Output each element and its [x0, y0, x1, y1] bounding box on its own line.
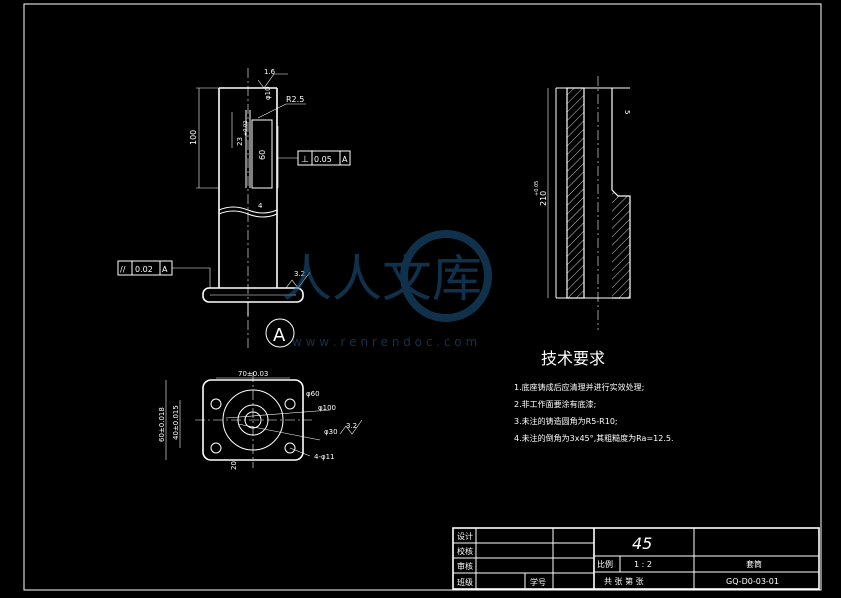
front-flange — [202, 287, 304, 303]
tb-sheets: 共 张 第 张 — [604, 576, 644, 586]
tech-item: 3.未注的铸造圆角为R5-R10; — [514, 416, 618, 426]
bolt-hole — [210, 398, 222, 410]
datum-label: A — [273, 325, 286, 346]
dim-23-tol: +0.02 — [243, 121, 249, 136]
title-block: 设计 校核 审核 班级 学号 45 比例 1 : 2 共 张 第 张 套筒 GQ… — [452, 527, 820, 590]
dim-100: 100 — [189, 130, 198, 145]
sheet-border — [23, 3, 822, 591]
tech-item: 1.底座铸成后应清理并进行实效处理; — [514, 382, 644, 392]
tech-item: 2.非工作面要涂有底漆; — [514, 399, 596, 409]
roughness-16: 1.6 — [264, 68, 276, 76]
bolt-hole — [284, 442, 296, 454]
dim-4: 4 — [258, 202, 263, 210]
par-symbol: // — [120, 265, 126, 274]
dim-23: 23 — [236, 137, 244, 146]
perp-value: 0.05 — [314, 155, 332, 164]
dim-holes: 4-φ11 — [314, 453, 335, 461]
perp-symbol: ⊥ — [301, 155, 309, 165]
tb-drawing-no: GQ-D0-03-01 — [726, 577, 779, 586]
roughness-32-front: 3.2 — [294, 270, 305, 278]
tb-row-label: 审核 — [457, 561, 473, 571]
par-datum: A — [162, 265, 168, 274]
datum-circle — [265, 318, 295, 348]
tb-student-no: 学号 — [530, 577, 546, 587]
side-dim-top: 5 — [623, 110, 631, 114]
watermark-url: w w w . r e n r e n d o c . c o m — [292, 335, 477, 349]
dim-210-tol: +0.05 — [534, 181, 540, 196]
dim-r25: R2.5 — [286, 95, 304, 104]
dim-60: 60 — [258, 150, 267, 160]
perpendicularity-frame: ⊥ 0.05 A — [297, 150, 351, 166]
tech-requirements: 技术要求 1.底座铸成后应清理并进行实效处理; 2.非工作面要涂有底漆; 3.未… — [514, 349, 674, 443]
top-view: 70±0.03 60±0.018 40±0.015 φ60 φ100 φ30 3… — [158, 370, 363, 470]
roughness-symbol-bottom — [285, 271, 311, 289]
keyway-slot — [251, 119, 273, 189]
side-wall-right — [611, 88, 631, 299]
dim-20: 20 — [230, 461, 238, 470]
bolt-hole — [284, 398, 296, 410]
tech-title: 技术要求 — [541, 349, 605, 368]
tb-part-name: 套筒 — [746, 559, 762, 569]
roughness-32-top: 3.2 — [346, 422, 357, 430]
side-section-view: 210 +0.05 5 — [534, 76, 631, 330]
dim-phi30: φ30 — [324, 428, 338, 436]
tb-scale-label: 比例 — [597, 559, 613, 569]
tb-row-label: 班级 — [457, 577, 473, 587]
watermark-text: 人人文库 — [282, 250, 482, 308]
par-value: 0.02 — [135, 265, 153, 274]
dim-phi10: φ10 — [264, 86, 272, 100]
dim-60-left: 60±0.018 — [158, 407, 166, 442]
roughness-symbol-top — [257, 73, 288, 89]
tech-item: 4.未注的倒角为3x45°,其粗糙度为Ra=12.5. — [514, 433, 674, 443]
tb-row-label: 设计 — [457, 531, 473, 541]
dim-70: 70±0.03 — [238, 370, 268, 378]
tb-material: 45 — [632, 534, 652, 553]
bolt-hole — [210, 442, 222, 454]
dim-210: 210 — [539, 191, 548, 206]
parallelism-frame: // 0.02 A — [117, 260, 173, 276]
watermark: 人人文库 w w w . r e n r e n d o c . c o m — [282, 230, 492, 349]
dim-phi60: φ60 — [306, 390, 320, 398]
dim-phi100: φ100 — [318, 404, 336, 412]
tb-row-label: 校核 — [457, 546, 473, 556]
tb-scale-value: 1 : 2 — [634, 560, 652, 569]
side-wall-left — [566, 87, 585, 299]
dim-40: 40±0.015 — [172, 405, 180, 440]
watermark-logo-icon — [400, 230, 492, 322]
perp-datum: A — [342, 155, 348, 164]
front-view: 100 60 4 23 +0.02 1.6 φ10 R2.5 ⊥ 0.05 A — [117, 68, 351, 350]
